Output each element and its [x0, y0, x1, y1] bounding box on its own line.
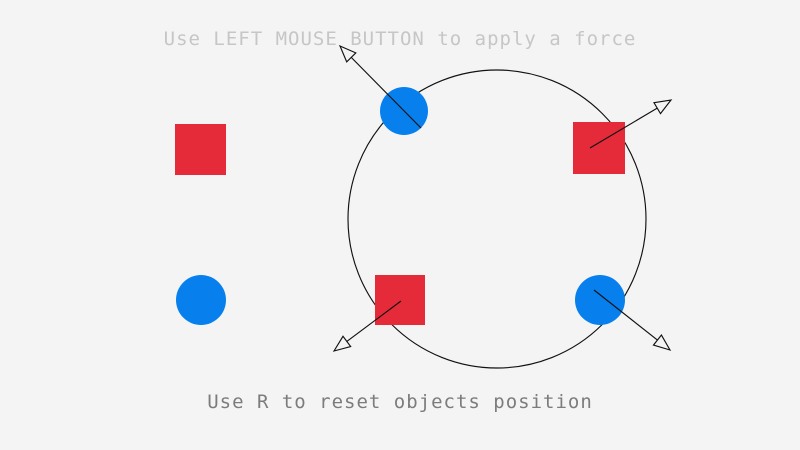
- body-circle-bottom-right[interactable]: [575, 275, 625, 325]
- force-arrow-shaft: [350, 56, 422, 129]
- force-arrow-circle-top-center: [338, 44, 422, 129]
- force-arrow-circle-bottom-right: [593, 289, 672, 351]
- force-arrow-shaft: [589, 107, 658, 149]
- body-square-top-left[interactable]: [175, 124, 226, 175]
- force-arrow-head: [652, 334, 672, 351]
- force-arrow-shaft: [593, 289, 658, 341]
- hint-text-mouse: Use LEFT MOUSE BUTTON to apply a force: [163, 28, 637, 50]
- force-arrow-head: [338, 44, 357, 63]
- body-square-right[interactable]: [573, 122, 625, 174]
- force-arrow-head: [332, 335, 352, 352]
- force-arrow-head: [653, 99, 673, 115]
- force-arrow-square-right: [589, 99, 673, 149]
- body-square-bottom-center[interactable]: [375, 275, 425, 325]
- body-circle-bottom-left[interactable]: [176, 275, 226, 325]
- boundary-ring-outline: [347, 69, 647, 369]
- hint-text-reset: Use R to reset objects position: [207, 391, 593, 413]
- force-arrow-shaft: [346, 300, 402, 342]
- force-arrow-square-bottom-center: [332, 300, 402, 352]
